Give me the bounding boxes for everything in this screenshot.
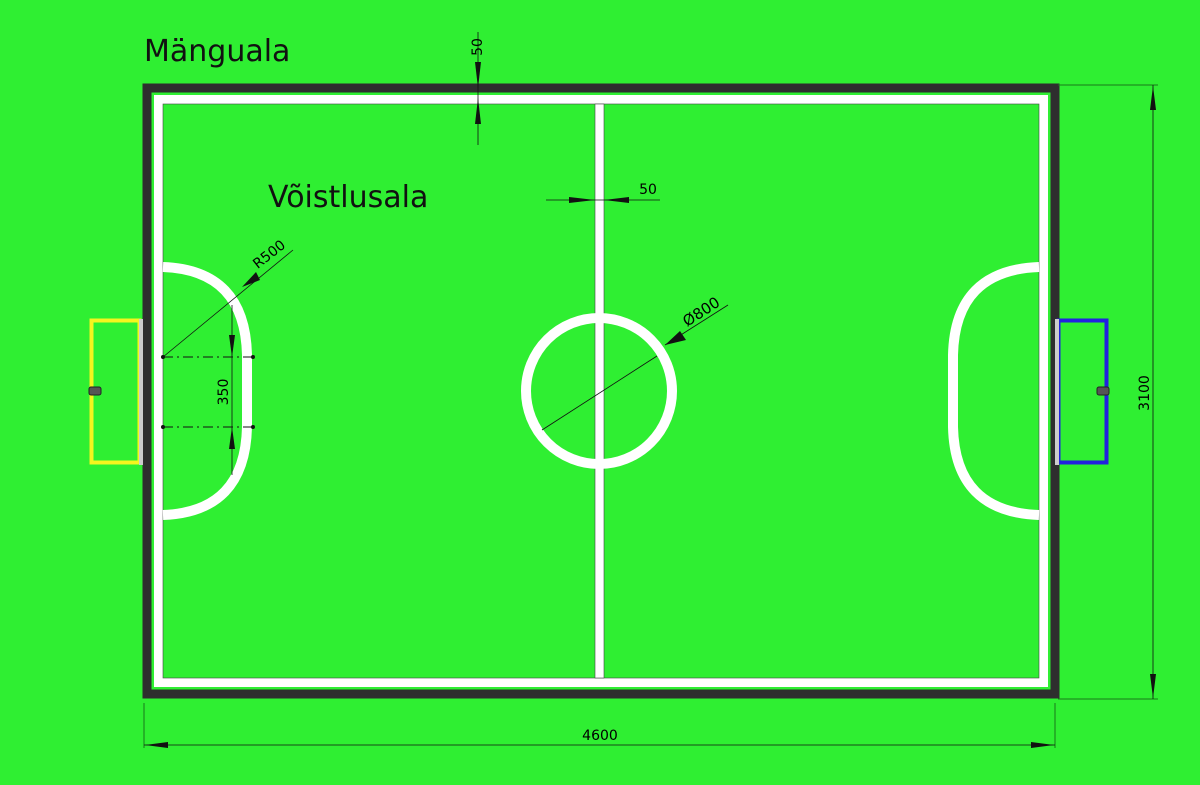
competition-area-label: Võistlusala: [268, 180, 429, 215]
boundary-line: [154, 95, 1048, 687]
dim-radius: R500: [250, 237, 289, 272]
center-circle: [521, 313, 677, 469]
left-goal-marker: [88, 386, 102, 396]
right-goal-area: [948, 262, 1040, 520]
right-goal-marker: [1096, 386, 1110, 396]
dim-border: 50: [470, 38, 486, 56]
dim-width: 3100: [1137, 375, 1153, 411]
left-goal-area: [162, 262, 252, 520]
dim-center-circle: Ø800: [679, 293, 723, 330]
dim-line-width: 50: [639, 182, 657, 198]
dim-length: 4600: [582, 728, 618, 744]
play-area-label: Mänguala: [144, 34, 291, 69]
halfway-line: [594, 103, 605, 679]
dim-straight: 350: [216, 379, 232, 406]
diameter-line: [541, 355, 658, 431]
